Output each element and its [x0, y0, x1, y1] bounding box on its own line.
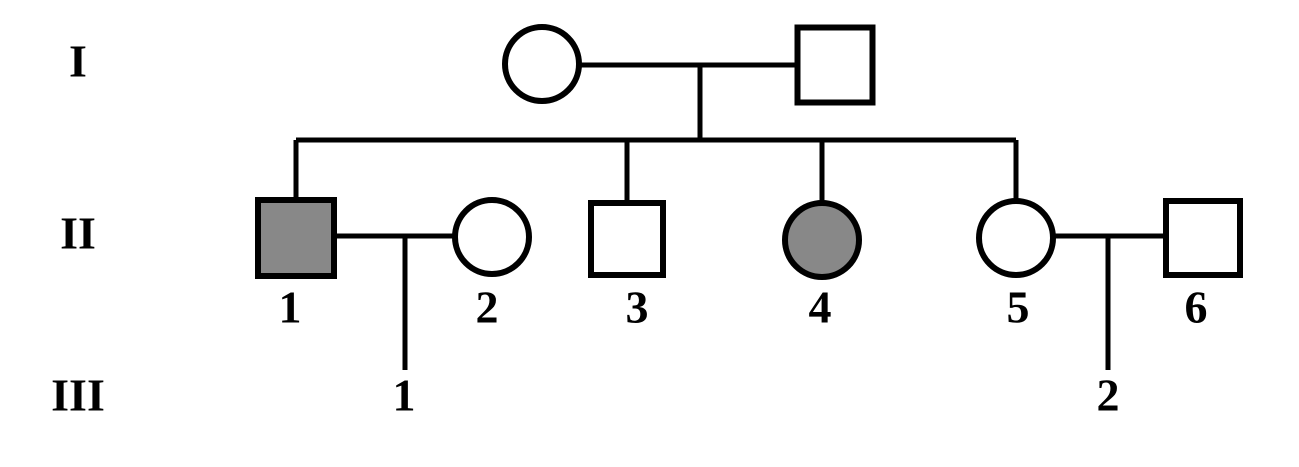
individual-label-iii-2: 2: [1097, 370, 1120, 421]
connection-lines: [293, 62, 1166, 370]
symbol-i-2-male-unaffected[interactable]: [794, 24, 876, 106]
individual-label-ii-4: 4: [809, 282, 832, 333]
individual-symbols: [255, 24, 1243, 280]
generation-labels: I II III: [51, 36, 105, 421]
symbol-i-1-female-unaffected[interactable]: [502, 24, 582, 104]
symbol-ii-2-female-unaffected[interactable]: [452, 197, 532, 277]
symbol-ii-1-male-affected[interactable]: [255, 197, 337, 279]
symbol-ii-3-male-unaffected[interactable]: [588, 200, 666, 278]
generation-label-ii: II: [60, 208, 96, 259]
symbol-ii-4-female-affected[interactable]: [782, 200, 862, 280]
individual-label-ii-6: 6: [1185, 282, 1208, 333]
individual-label-ii-5: 5: [1007, 282, 1030, 333]
individual-label-ii-1: 1: [279, 282, 302, 333]
symbol-ii-6-male-unaffected[interactable]: [1163, 198, 1243, 278]
individual-number-labels: 1 2 3 4 5 6 1 2: [279, 282, 1208, 421]
generation-label-i: I: [69, 36, 87, 87]
individual-label-ii-2: 2: [476, 282, 499, 333]
individual-label-iii-1: 1: [393, 370, 416, 421]
symbol-ii-5-female-unaffected[interactable]: [976, 198, 1056, 278]
individual-label-ii-3: 3: [626, 282, 649, 333]
generation-label-iii: III: [51, 370, 105, 421]
